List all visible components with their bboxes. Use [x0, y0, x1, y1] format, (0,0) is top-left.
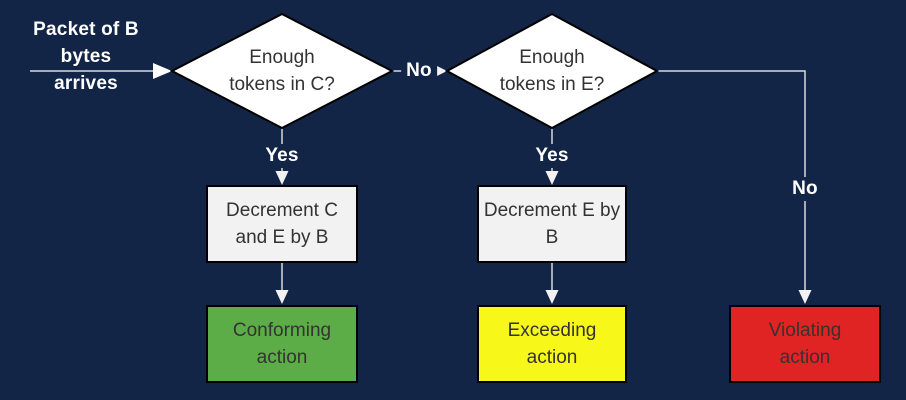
decision-c-diamond	[169, 12, 395, 130]
exceeding-line1: Exceeding	[507, 320, 597, 341]
process-c-line2: and E by B	[235, 227, 329, 248]
process-box-decrement-c-and-e: Decrement C and E by B	[206, 185, 358, 263]
action-box-violating: Violating action	[729, 305, 881, 383]
yes-e-arrowhead-icon	[545, 171, 559, 185]
exceeding-line2: action	[526, 347, 578, 368]
decision-c-label: Enough tokens in C?	[182, 44, 382, 98]
process-box-decrement-e: Decrement E by B	[477, 185, 627, 263]
decision-c-line2: tokens in C?	[229, 74, 335, 95]
edge-label-no-c: No	[401, 59, 437, 83]
violating-line2: action	[779, 347, 831, 368]
process-c-line1: Decrement C	[226, 200, 338, 221]
edge-label-yes-c: Yes	[260, 144, 304, 168]
start-label-line1: Packet of B bytes	[33, 19, 139, 67]
yes-c-arrowhead-icon	[275, 171, 289, 185]
no-c-arrowhead-icon	[436, 65, 447, 77]
edge-label-no-e: No	[787, 177, 823, 201]
decision-e-line2: tokens in E?	[499, 74, 605, 95]
decision-e-label: Enough tokens in E?	[452, 44, 652, 98]
process-e-line1: Decrement E by B	[483, 200, 621, 248]
conforming-line2: action	[256, 347, 308, 368]
edge-label-yes-e: Yes	[530, 144, 574, 168]
decision-e-line1: Enough	[519, 47, 585, 68]
process-c-arrowhead-icon	[275, 290, 289, 304]
action-box-exceeding: Exceeding action	[477, 305, 627, 383]
no-e-line	[657, 70, 806, 298]
decision-c-line1: Enough	[249, 47, 315, 68]
no-e-arrowhead-icon	[798, 290, 812, 304]
start-label: Packet of B bytes arrives	[8, 16, 164, 97]
start-label-line2: arrives	[54, 73, 118, 94]
decision-e-diamond	[444, 12, 660, 130]
start-arrowhead-icon	[153, 63, 172, 79]
violating-line1: Violating	[768, 320, 842, 341]
conforming-line1: Conforming	[232, 320, 332, 341]
action-box-conforming: Conforming action	[206, 305, 358, 383]
process-e-arrowhead-icon	[545, 290, 559, 304]
